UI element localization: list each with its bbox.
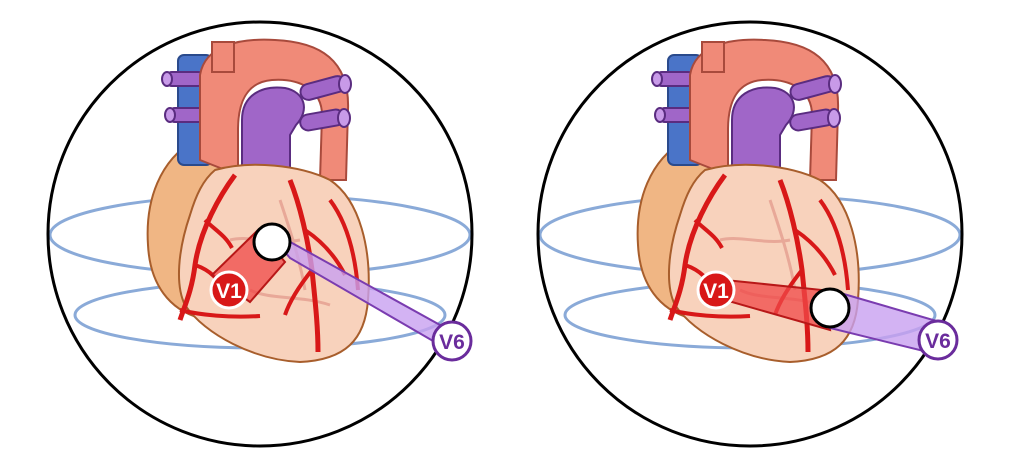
panel-2: V1 V6 xyxy=(536,20,964,448)
v6-label: V6 xyxy=(925,330,951,353)
v6-badge: V6 xyxy=(917,319,959,361)
v1-label: V1 xyxy=(216,280,242,303)
sphere-outline xyxy=(536,20,964,448)
heart-center-electrode xyxy=(252,222,292,262)
v1-badge: V1 xyxy=(696,270,736,310)
v1-badge: V1 xyxy=(209,270,249,310)
v1-label: V1 xyxy=(703,280,729,303)
sphere-outline xyxy=(46,20,474,448)
panel-1: V1 V6 xyxy=(46,20,474,448)
heart-illustration xyxy=(148,40,369,362)
v6-badge: V6 xyxy=(431,320,473,362)
v6-label: V6 xyxy=(439,331,465,354)
heart-center-electrode xyxy=(809,287,851,329)
